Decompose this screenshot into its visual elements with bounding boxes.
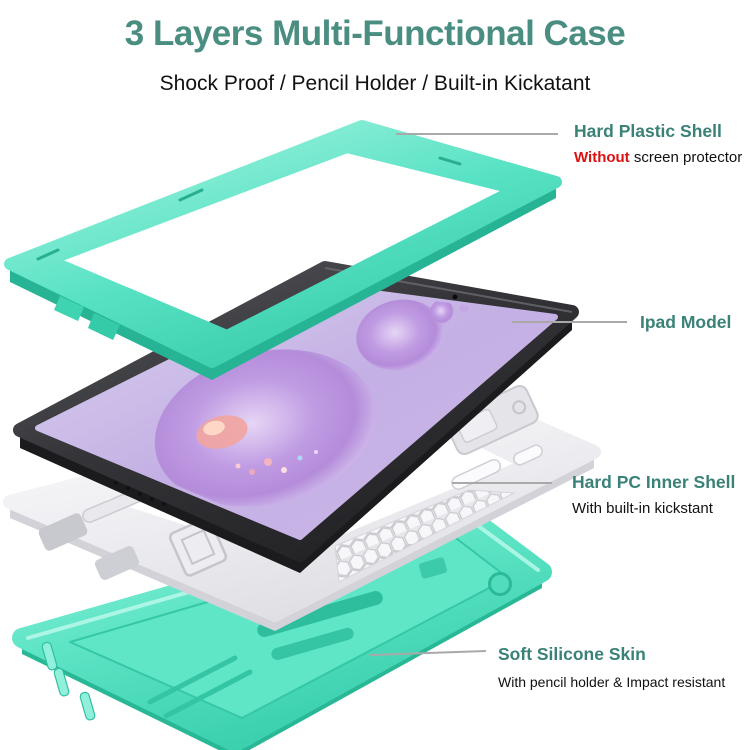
wallpaper-bubble-tiny — [459, 303, 469, 313]
annotation-hard-plastic-shell-note: Without screen protector — [574, 149, 742, 166]
skin-corner-rib-2 — [163, 669, 253, 719]
shell-side-button-long — [451, 458, 502, 490]
leader-line-soft-silicone-skin — [369, 650, 487, 656]
skin-kickstand-slot-2 — [271, 627, 354, 660]
frame-ring — [4, 120, 562, 368]
annotation-hard-plastic-shell-label: Hard Plastic Shell — [574, 121, 722, 141]
shell-side-button-short — [513, 444, 543, 466]
annotation-soft-silicone-skin-label: Soft Silicone Skin — [498, 644, 646, 664]
honeycomb-texture — [334, 489, 516, 583]
leader-lines — [369, 133, 627, 656]
screen-wallpaper-bubbles — [154, 299, 469, 507]
wallpaper-bubble-small — [430, 300, 454, 324]
wallpaper-bubble-large — [154, 349, 376, 507]
page-title: 3 Layers Multi-Functional Case — [124, 14, 626, 53]
plastic-shell-layer — [4, 120, 562, 380]
frame-button-bump — [54, 296, 84, 321]
wallpaper-speckles — [235, 450, 318, 475]
skin-kickstand-slot — [257, 591, 383, 637]
annotation-hard-pc-inner-shell-note: With built-in kickstant — [572, 500, 713, 517]
page-subtitle: Shock Proof / Pencil Holder / Built-in K… — [159, 72, 591, 95]
front-camera-dot — [452, 294, 458, 300]
pencil-holder-ridges — [41, 641, 96, 721]
skin-cutout — [419, 557, 447, 579]
skin-camera-ring — [488, 572, 512, 596]
wallpaper-bubble-medium — [356, 299, 444, 371]
skin-corner-rib — [147, 655, 238, 705]
annotation-soft-silicone-skin-note: With pencil holder & Impact resistant — [498, 674, 726, 690]
annotation-without-highlight: Without — [574, 149, 630, 166]
tablet-layer — [13, 261, 579, 573]
frame-button-bump-2 — [88, 313, 120, 340]
annotation-screen-protector-text: screen protector — [629, 149, 743, 166]
kickstand-recess — [445, 384, 539, 456]
tablet-side-wall — [20, 312, 572, 573]
frame-clip-notches — [36, 156, 462, 261]
annotation-hard-pc-inner-shell-label: Hard PC Inner Shell — [572, 472, 736, 492]
speaker-grill-dots — [114, 481, 166, 506]
shell-left-cutout-2 — [94, 546, 140, 580]
wallpaper-bubble-core-light — [203, 420, 225, 436]
annotation-ipad-model-label: Ipad Model — [640, 312, 732, 332]
shell-left-cutout — [38, 513, 88, 551]
